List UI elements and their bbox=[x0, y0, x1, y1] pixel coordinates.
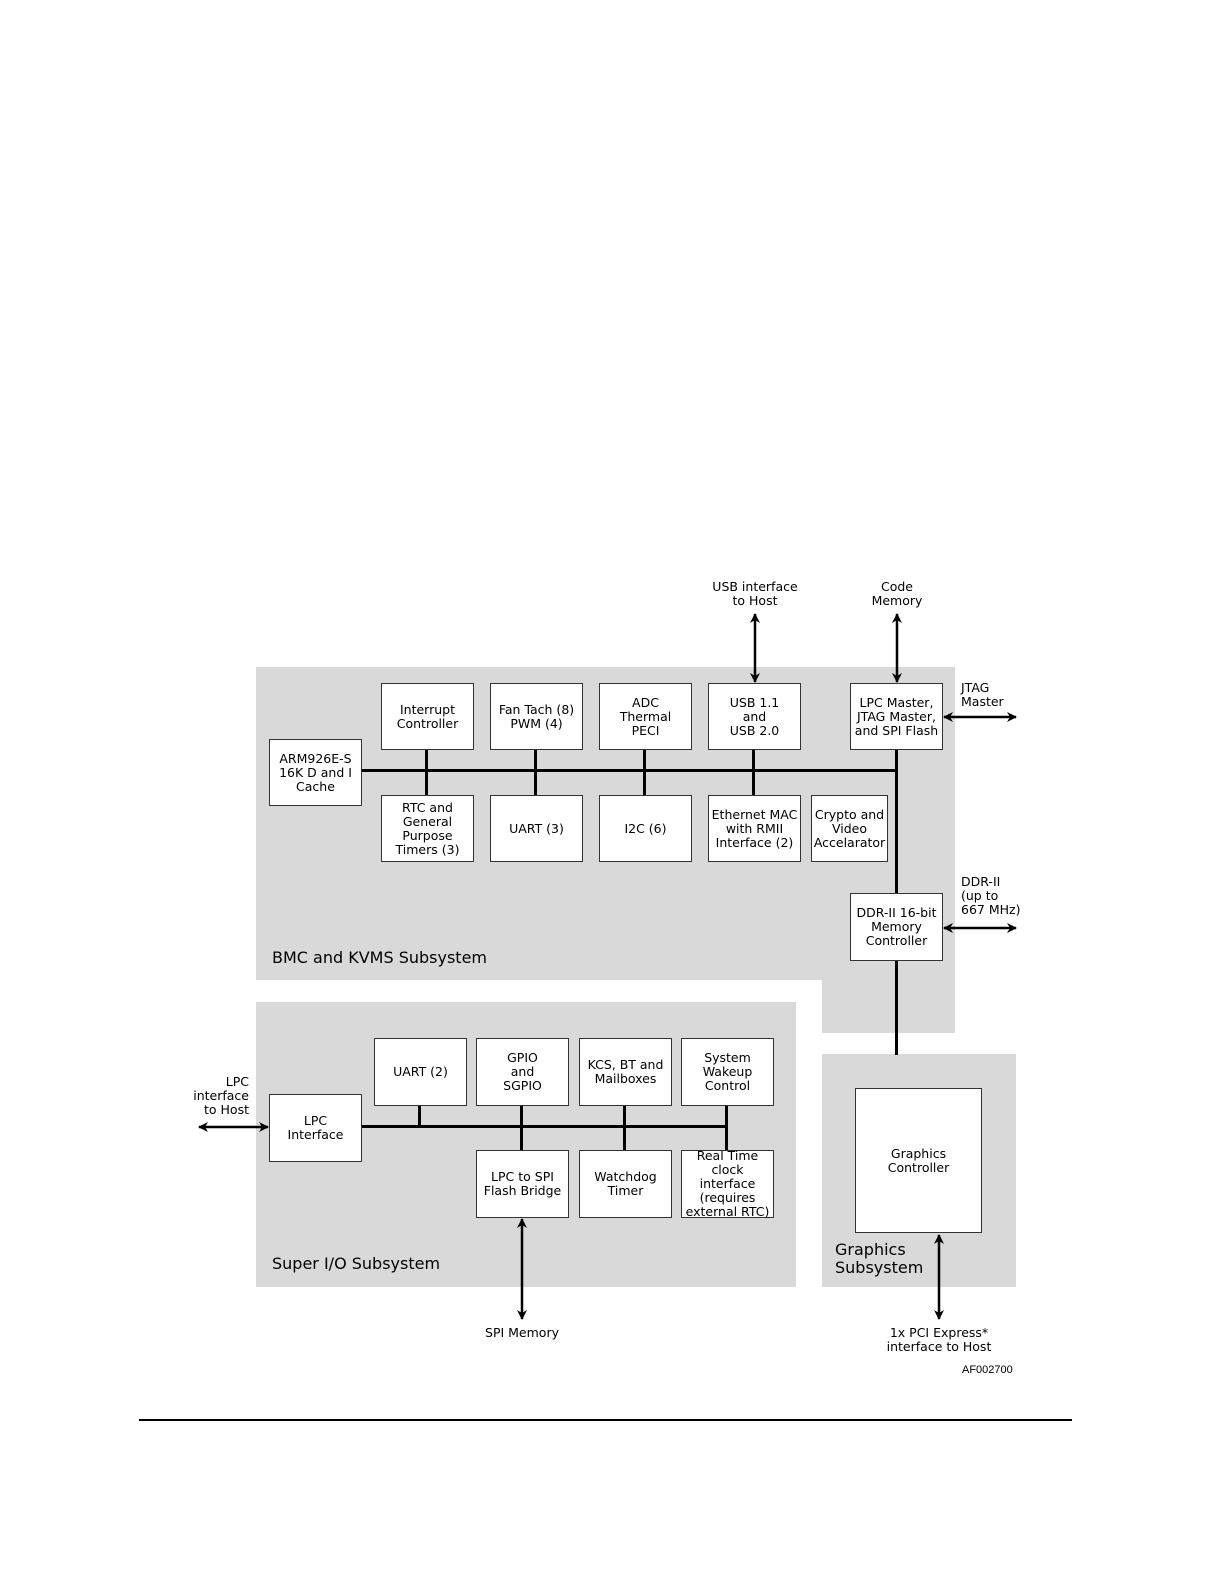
crypto-video-block: Crypto and Video Accelarator bbox=[811, 795, 888, 862]
sio-wakeup-stub bbox=[725, 1105, 728, 1151]
adc-stub bbox=[643, 749, 646, 795]
arm-cpu-block: ARM926E-S 16K D and I Cache bbox=[269, 739, 362, 806]
spi-memory-label: SPI Memory bbox=[485, 1325, 559, 1340]
watchdog-timer-block: Watchdog Timer bbox=[579, 1150, 672, 1218]
interrupt-stub bbox=[425, 749, 428, 795]
bmc-kvms-region-extension bbox=[822, 978, 955, 1033]
graphics-controller-block: Graphics Controller bbox=[855, 1088, 982, 1233]
interrupt-controller-block: Interrupt Controller bbox=[381, 683, 474, 750]
footer-rule bbox=[139, 1419, 1072, 1421]
ddr-external-label: DDR-II (up to 667 MHz) bbox=[961, 874, 1021, 917]
code-memory-label: Code Memory bbox=[871, 579, 923, 608]
bmc-kvms-subsystem-label: BMC and KVMS Subsystem bbox=[272, 948, 488, 967]
sio-uart-block: UART (2) bbox=[374, 1038, 467, 1106]
graphics-subsystem-label: Graphics Subsystem bbox=[835, 1240, 924, 1277]
ethernet-mac-block: Ethernet MAC with RMII Interface (2) bbox=[708, 795, 801, 862]
system-wakeup-block: System Wakeup Control bbox=[681, 1038, 774, 1106]
bmc-main-bus bbox=[361, 769, 898, 772]
lpc-interface-block: LPC Interface bbox=[269, 1094, 362, 1162]
sio-uart-stub bbox=[418, 1105, 421, 1126]
usb-block: USB 1.1 and USB 2.0 bbox=[708, 683, 801, 750]
rtc-interface-block: Real Time clock interface (requires exte… bbox=[681, 1149, 774, 1219]
lpc-spi-bridge-block: LPC to SPI Flash Bridge bbox=[476, 1150, 569, 1218]
usb-host-label: USB interface to Host bbox=[712, 579, 798, 608]
super-io-subsystem-label: Super I/O Subsystem bbox=[272, 1254, 441, 1273]
fan-stub bbox=[534, 749, 537, 795]
jtag-master-label: JTAG Master bbox=[961, 680, 1004, 709]
ddr-memory-controller-block: DDR-II 16-bit Memory Controller bbox=[850, 893, 943, 961]
fan-tach-pwm-block: Fan Tach (8) PWM (4) bbox=[490, 683, 583, 750]
lpc-host-label: LPC interface to Host bbox=[193, 1074, 249, 1117]
rtc-timers-block: RTC and General Purpose Timers (3) bbox=[381, 795, 474, 862]
uart-block: UART (3) bbox=[490, 795, 583, 862]
lpc-master-block: LPC Master, JTAG Master, and SPI Flash bbox=[850, 683, 943, 750]
figure-id: AF002700 bbox=[962, 1364, 1013, 1376]
pcie-host-label: 1x PCI Express* interface to Host bbox=[886, 1325, 992, 1354]
kcs-bt-mailboxes-block: KCS, BT and Mailboxes bbox=[579, 1038, 672, 1106]
sio-gpio-stub bbox=[520, 1105, 523, 1151]
i2c-block: I2C (6) bbox=[599, 795, 692, 862]
sio-main-bus bbox=[361, 1125, 728, 1128]
bmc-vertical-bus bbox=[895, 749, 898, 894]
adc-thermal-peci-block: ADC Thermal PECI bbox=[599, 683, 692, 750]
gpio-sgpio-block: GPIO and SGPIO bbox=[476, 1038, 569, 1106]
usb-stub bbox=[752, 749, 755, 795]
ddr-to-graphics-connector bbox=[895, 960, 898, 1055]
sio-kcs-stub bbox=[623, 1105, 626, 1151]
